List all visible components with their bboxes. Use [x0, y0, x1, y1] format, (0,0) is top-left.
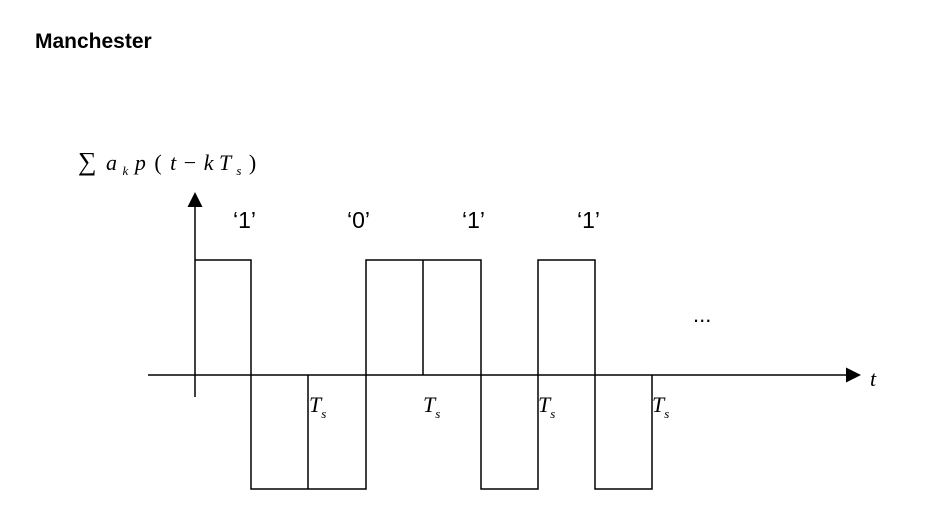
period-label: Ts — [538, 392, 555, 421]
manchester-waveform — [195, 259, 653, 490]
y-axis-label: ∑ a k p ( t − k T s ) — [78, 147, 256, 180]
period-label: Ts — [309, 392, 326, 421]
bit-label: ‘1’ — [577, 207, 600, 233]
x-axis-label: t — [870, 366, 877, 391]
bit-label: ‘1’ — [233, 207, 256, 233]
bit-label: ‘1’ — [462, 207, 485, 233]
period-label: Ts — [652, 392, 669, 421]
continuation-ellipsis: ... — [693, 302, 711, 327]
bit-label: ‘0’ — [347, 207, 370, 233]
period-label: Ts — [423, 392, 440, 421]
diagram-title: Manchester — [35, 30, 152, 53]
